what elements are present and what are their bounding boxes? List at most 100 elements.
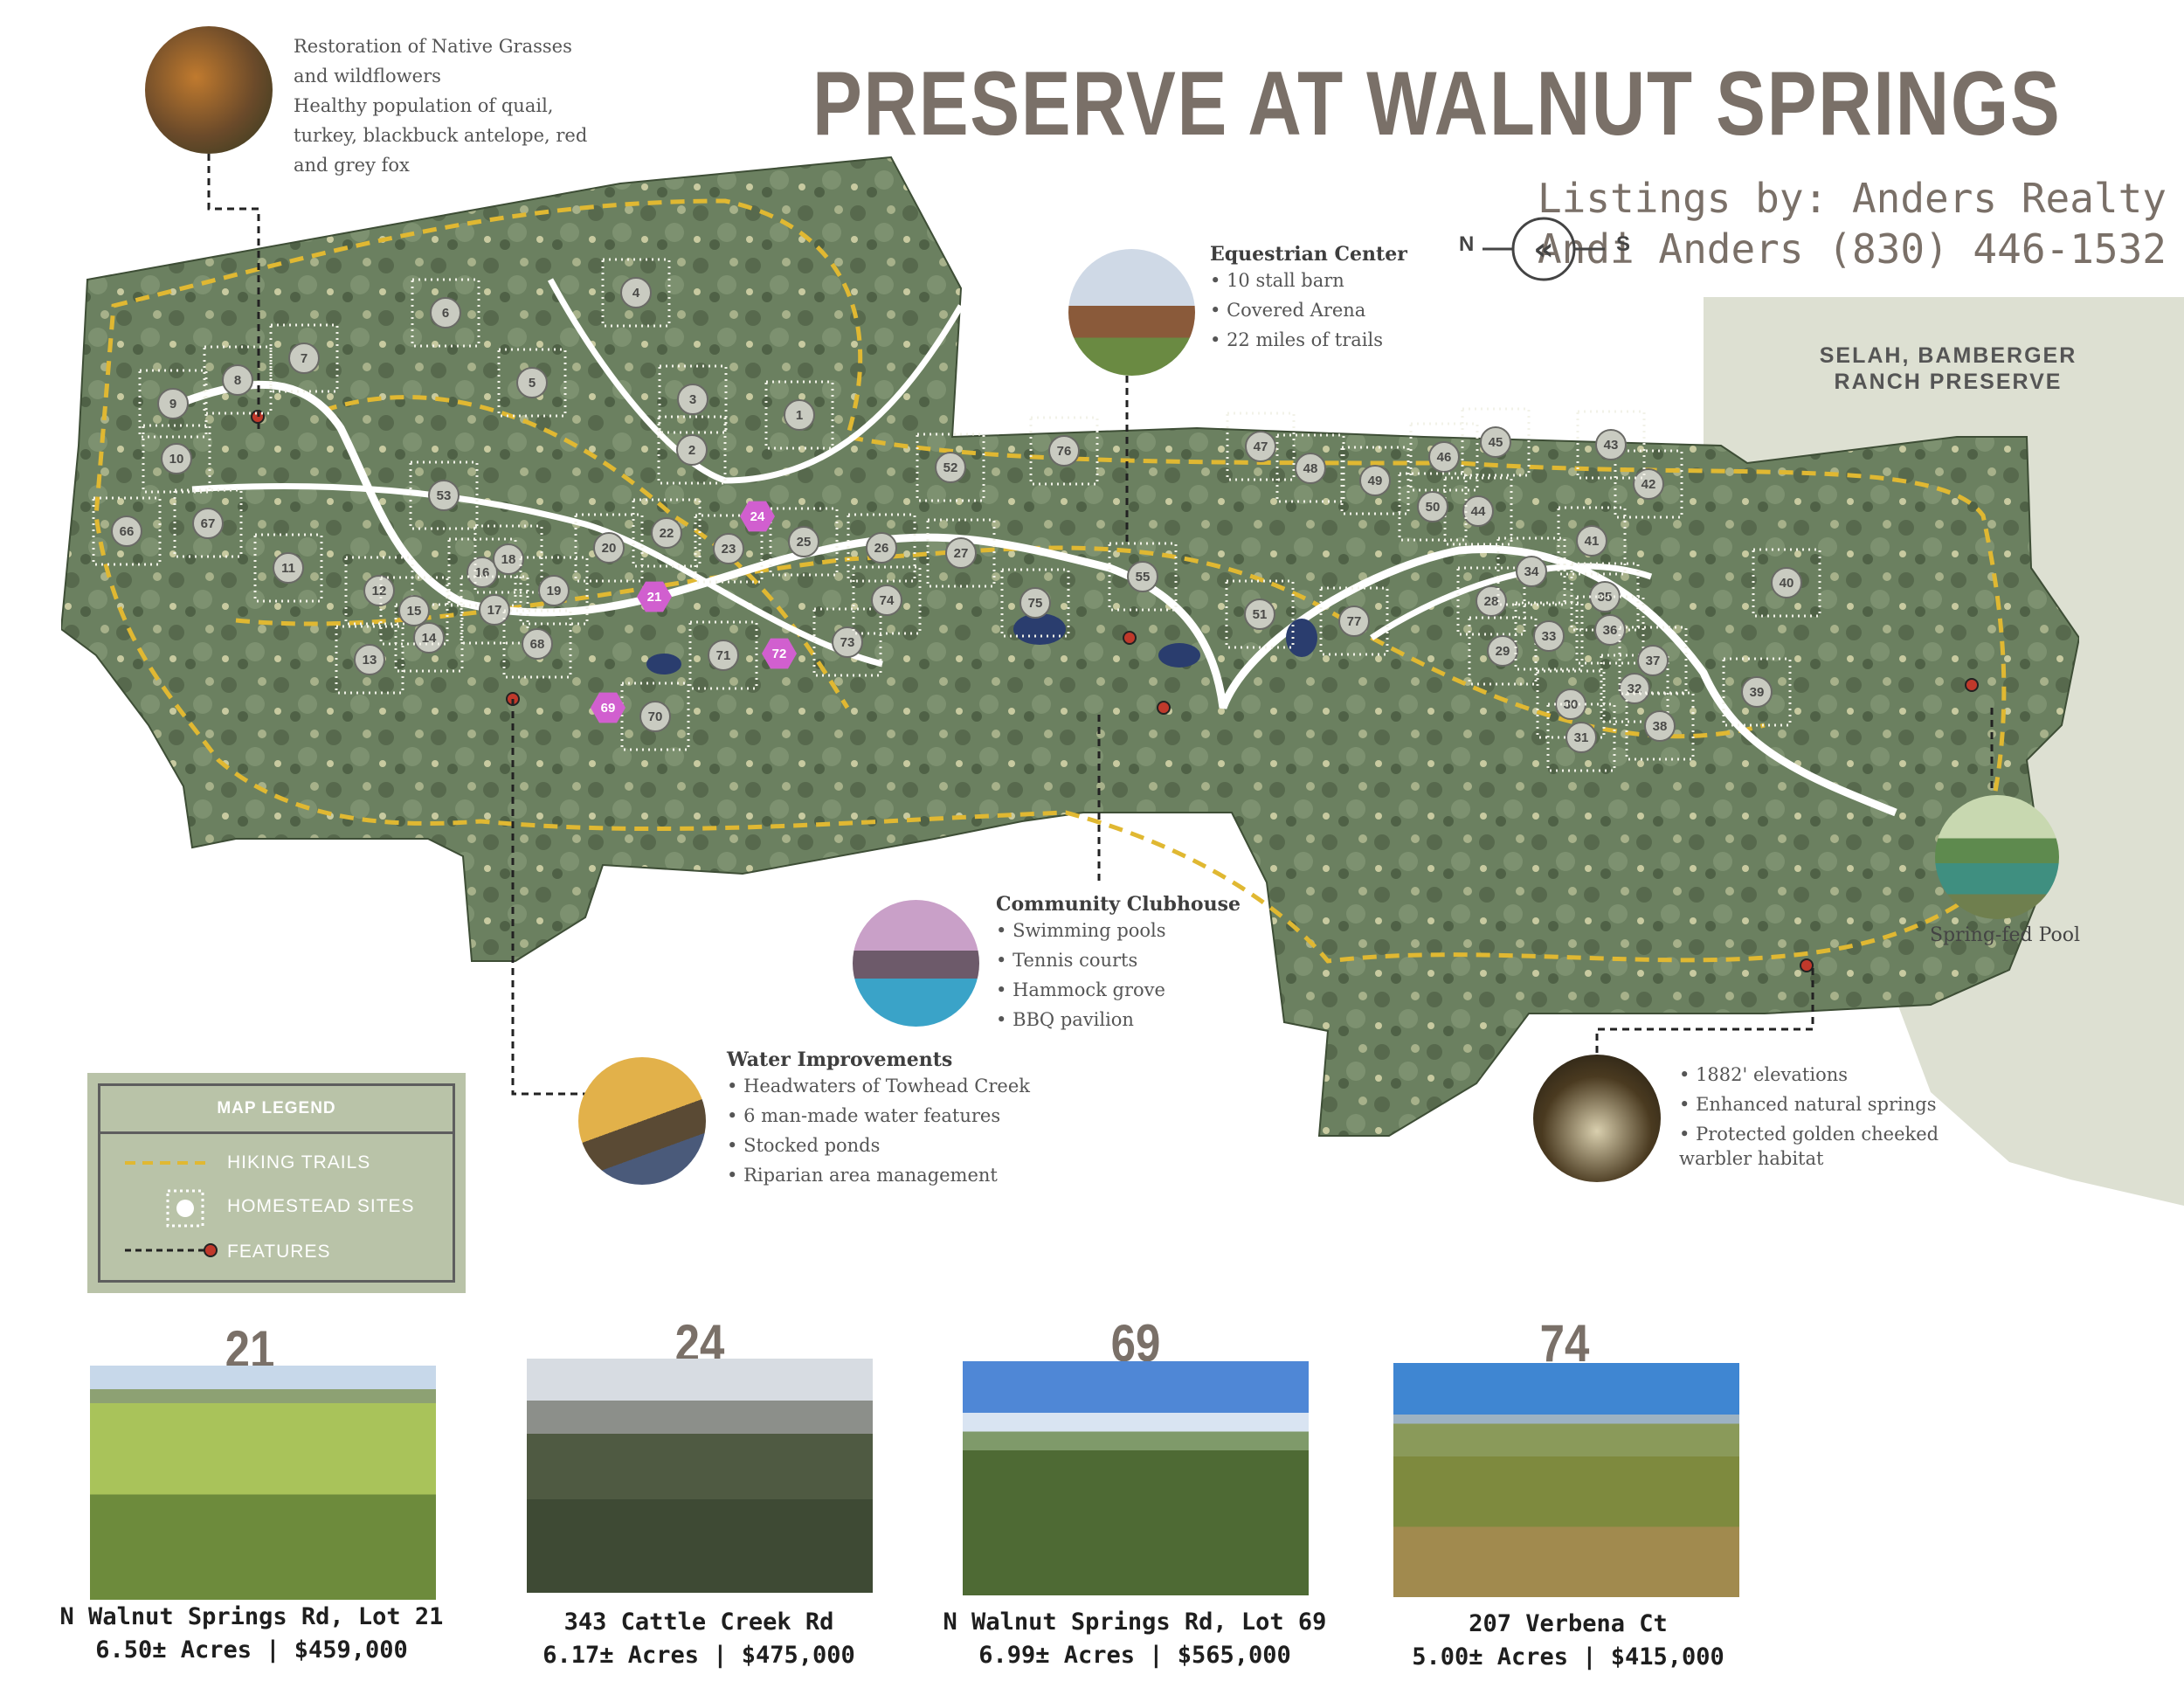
svg-text:13: 13	[363, 653, 377, 668]
homestead-site-7[interactable]: 7	[269, 323, 339, 393]
homestead-site-3[interactable]: 3	[658, 364, 728, 434]
listing-agent-phone: Andi Anders (830) 446-1532	[1537, 225, 2167, 273]
homestead-site-6[interactable]: 6	[411, 278, 480, 348]
highlighted-lot-72[interactable]: 72	[762, 638, 797, 669]
homestead-site-41[interactable]: 41	[1557, 506, 1627, 576]
homestead-site-68[interactable]: 68	[502, 609, 572, 679]
svg-text:«: «	[1533, 232, 1553, 267]
lot-69-photo[interactable]	[963, 1361, 1309, 1595]
homestead-icon	[166, 1189, 204, 1228]
homestead-site-10[interactable]: 10	[142, 424, 211, 494]
pool-label: Spring-fed Pool	[1929, 924, 2081, 946]
svg-text:44: 44	[1471, 504, 1486, 519]
svg-text:14: 14	[422, 631, 437, 646]
homestead-site-18[interactable]: 18	[473, 524, 543, 594]
homestead-site-49[interactable]: 49	[1340, 446, 1410, 515]
homestead-site-1[interactable]: 1	[764, 380, 834, 450]
homestead-site-5[interactable]: 5	[497, 348, 567, 418]
svg-text:42: 42	[1641, 477, 1656, 492]
svg-text:39: 39	[1750, 685, 1765, 700]
svg-text:24: 24	[750, 509, 765, 524]
svg-text:29: 29	[1496, 644, 1510, 659]
springs-notes: • 1882' elevations • Enhanced natural sp…	[1679, 1064, 1939, 1169]
legend-features: FEATURES	[100, 1235, 453, 1269]
compass: N « S	[1459, 210, 1634, 288]
homestead-site-26[interactable]: 26	[847, 513, 916, 583]
lot-24-photo[interactable]	[527, 1359, 873, 1593]
homestead-site-70[interactable]: 70	[620, 681, 690, 751]
homestead-site-52[interactable]: 52	[916, 432, 985, 502]
homestead-site-67[interactable]: 67	[173, 488, 243, 558]
homestead-site-74[interactable]: 74	[852, 565, 922, 635]
highlighted-lot-24[interactable]: 24	[740, 501, 775, 532]
homestead-site-22[interactable]: 22	[632, 498, 702, 568]
homestead-site-42[interactable]: 42	[1614, 449, 1683, 519]
homestead-site-15[interactable]: 15	[379, 576, 449, 646]
homestead-site-45[interactable]: 45	[1461, 407, 1531, 477]
homestead-site-75[interactable]: 75	[1000, 568, 1070, 638]
lot-21-photo[interactable]	[90, 1366, 436, 1600]
homestead-site-76[interactable]: 76	[1029, 416, 1099, 486]
homestead-site-43[interactable]: 43	[1576, 410, 1646, 480]
homestead-site-28[interactable]: 28	[1456, 566, 1526, 636]
homestead-site-77[interactable]: 77	[1319, 586, 1389, 656]
homestead-site-47[interactable]: 47	[1226, 412, 1296, 481]
homestead-site-53[interactable]: 53	[409, 460, 479, 530]
homestead-site-36[interactable]: 36	[1575, 595, 1645, 665]
homestead-site-2[interactable]: 2	[657, 415, 727, 485]
homestead-site-34[interactable]: 34	[1496, 536, 1566, 606]
svg-text:4: 4	[632, 286, 640, 301]
homestead-site-17[interactable]: 17	[460, 575, 529, 645]
homestead-site-50[interactable]: 50	[1398, 472, 1468, 542]
homestead-site-11[interactable]: 11	[253, 533, 323, 603]
homestead-site-12[interactable]: 12	[344, 556, 414, 626]
svg-text:45: 45	[1489, 435, 1503, 450]
homestead-site-20[interactable]: 20	[574, 513, 644, 583]
svg-text:22: 22	[660, 526, 674, 541]
lot-74-photo[interactable]	[1393, 1363, 1739, 1597]
homestead-site-73[interactable]: 73	[812, 607, 882, 677]
svg-text:7: 7	[301, 351, 308, 366]
waterfall-photo	[1533, 1055, 1661, 1182]
homestead-site-46[interactable]: 46	[1409, 422, 1479, 492]
homestead-site-55[interactable]: 55	[1108, 542, 1178, 612]
legend-hiking-trails: HIKING TRAILS	[125, 1152, 371, 1173]
svg-text:34: 34	[1524, 564, 1539, 579]
homestead-site-13[interactable]: 13	[335, 625, 404, 695]
homestead-site-51[interactable]: 51	[1225, 579, 1295, 649]
homestead-site-71[interactable]: 71	[688, 620, 758, 690]
homestead-site-33[interactable]: 33	[1514, 601, 1584, 671]
homestead-site-27[interactable]: 27	[926, 518, 996, 588]
homestead-site-25[interactable]: 25	[769, 507, 839, 577]
homestead-site-23[interactable]: 23	[694, 514, 764, 584]
svg-text:32: 32	[1628, 681, 1642, 696]
homestead-site-4[interactable]: 4	[601, 258, 671, 328]
pool-photo	[1935, 795, 2059, 919]
svg-text:75: 75	[1028, 596, 1043, 611]
homestead-site-9[interactable]: 9	[138, 369, 208, 439]
svg-text:23: 23	[722, 542, 736, 557]
homestead-site-39[interactable]: 39	[1722, 657, 1792, 727]
homestead-site-38[interactable]: 38	[1625, 691, 1695, 761]
highlighted-lot-69[interactable]: 69	[591, 692, 625, 723]
homestead-site-66[interactable]: 66	[92, 496, 162, 566]
homestead-site-19[interactable]: 19	[519, 556, 589, 626]
homestead-site-14[interactable]: 14	[394, 603, 464, 673]
neighbor-preserve-label: SELAH, BAMBERGER RANCH PRESERVE	[1819, 343, 2077, 394]
homestead-site-48[interactable]: 48	[1275, 433, 1345, 503]
homestead-site-29[interactable]: 29	[1468, 616, 1538, 686]
homestead-site-40[interactable]: 40	[1752, 548, 1821, 618]
compass-north-label: N	[1459, 232, 1475, 256]
svg-text:1: 1	[796, 408, 803, 423]
svg-text:55: 55	[1136, 570, 1151, 585]
svg-text:49: 49	[1368, 474, 1383, 488]
svg-text:74: 74	[880, 593, 895, 608]
highlighted-lot-21[interactable]: 21	[637, 581, 672, 612]
homestead-site-31[interactable]: 31	[1546, 702, 1616, 772]
homestead-site-32[interactable]: 32	[1600, 654, 1669, 723]
homestead-site-8[interactable]: 8	[203, 345, 273, 415]
svg-text:40: 40	[1780, 576, 1794, 591]
